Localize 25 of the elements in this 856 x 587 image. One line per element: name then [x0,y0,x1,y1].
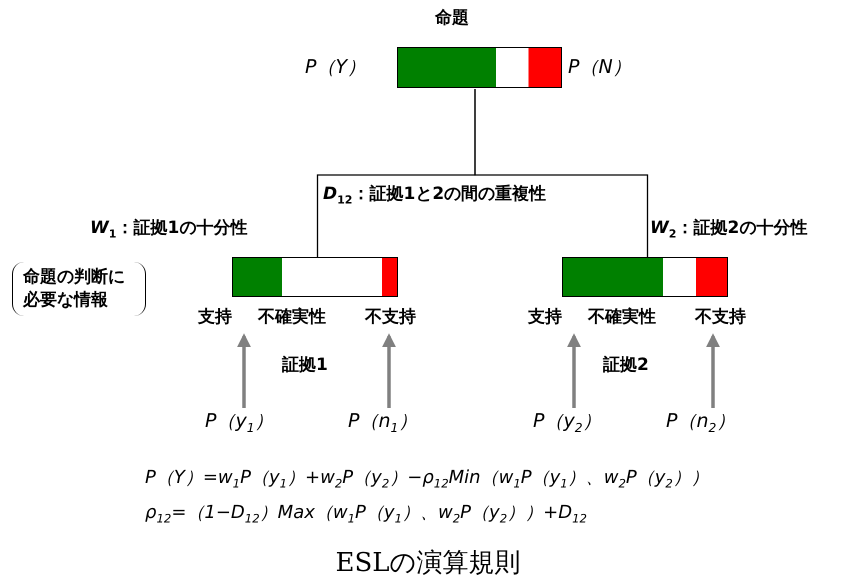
evidence-label: 証拠1 [282,355,328,376]
arrow [567,333,581,408]
overlap-label: D$_{12}$：証拠1と2の間の重複性 [323,184,546,207]
probability-label: P（n$_{1}$） [348,410,418,436]
segment-label: 不確実性 [258,307,326,328]
connector-line [474,89,648,257]
evidence-label: 証拠2 [603,355,649,376]
arrow [706,333,720,408]
probability-label: P（Y） [305,56,366,79]
probability-label: P（y$_{1}$） [205,410,274,436]
arrow [382,333,396,408]
formula: ρ$_{12}$=（1−D$_{12}$）Max（w$_{1}$P（y$_{1}$）、w$_{2}$P（y$_{2}$））+D$_{12}$ [145,502,587,526]
bracketed-note: 命題の判断に必要な情報 [12,262,146,316]
probability-label: P（n$_{2}$） [666,410,736,436]
caption: ESLの演算規則 [335,548,521,580]
segment-label: 支持 [528,307,562,328]
segment-label: 不支持 [695,307,746,328]
formula: P（Y）=w$_{1}$P（y$_{1}$）+w$_{2}$P（y$_{2}$）−ρ$_{12}$Min（w$_{1}$P（y$_{1}$）、w$_{2}$P（y$_{2}$）） [145,467,709,491]
segment-label: 不確実性 [588,307,656,328]
probability-label: P（y$_{2}$） [533,410,602,436]
probability-label: P（N） [568,56,632,79]
segment-label: 支持 [198,307,232,328]
segment-label: 不支持 [365,307,416,328]
node-heading: 命題 [435,8,469,28]
arrow [237,333,251,408]
